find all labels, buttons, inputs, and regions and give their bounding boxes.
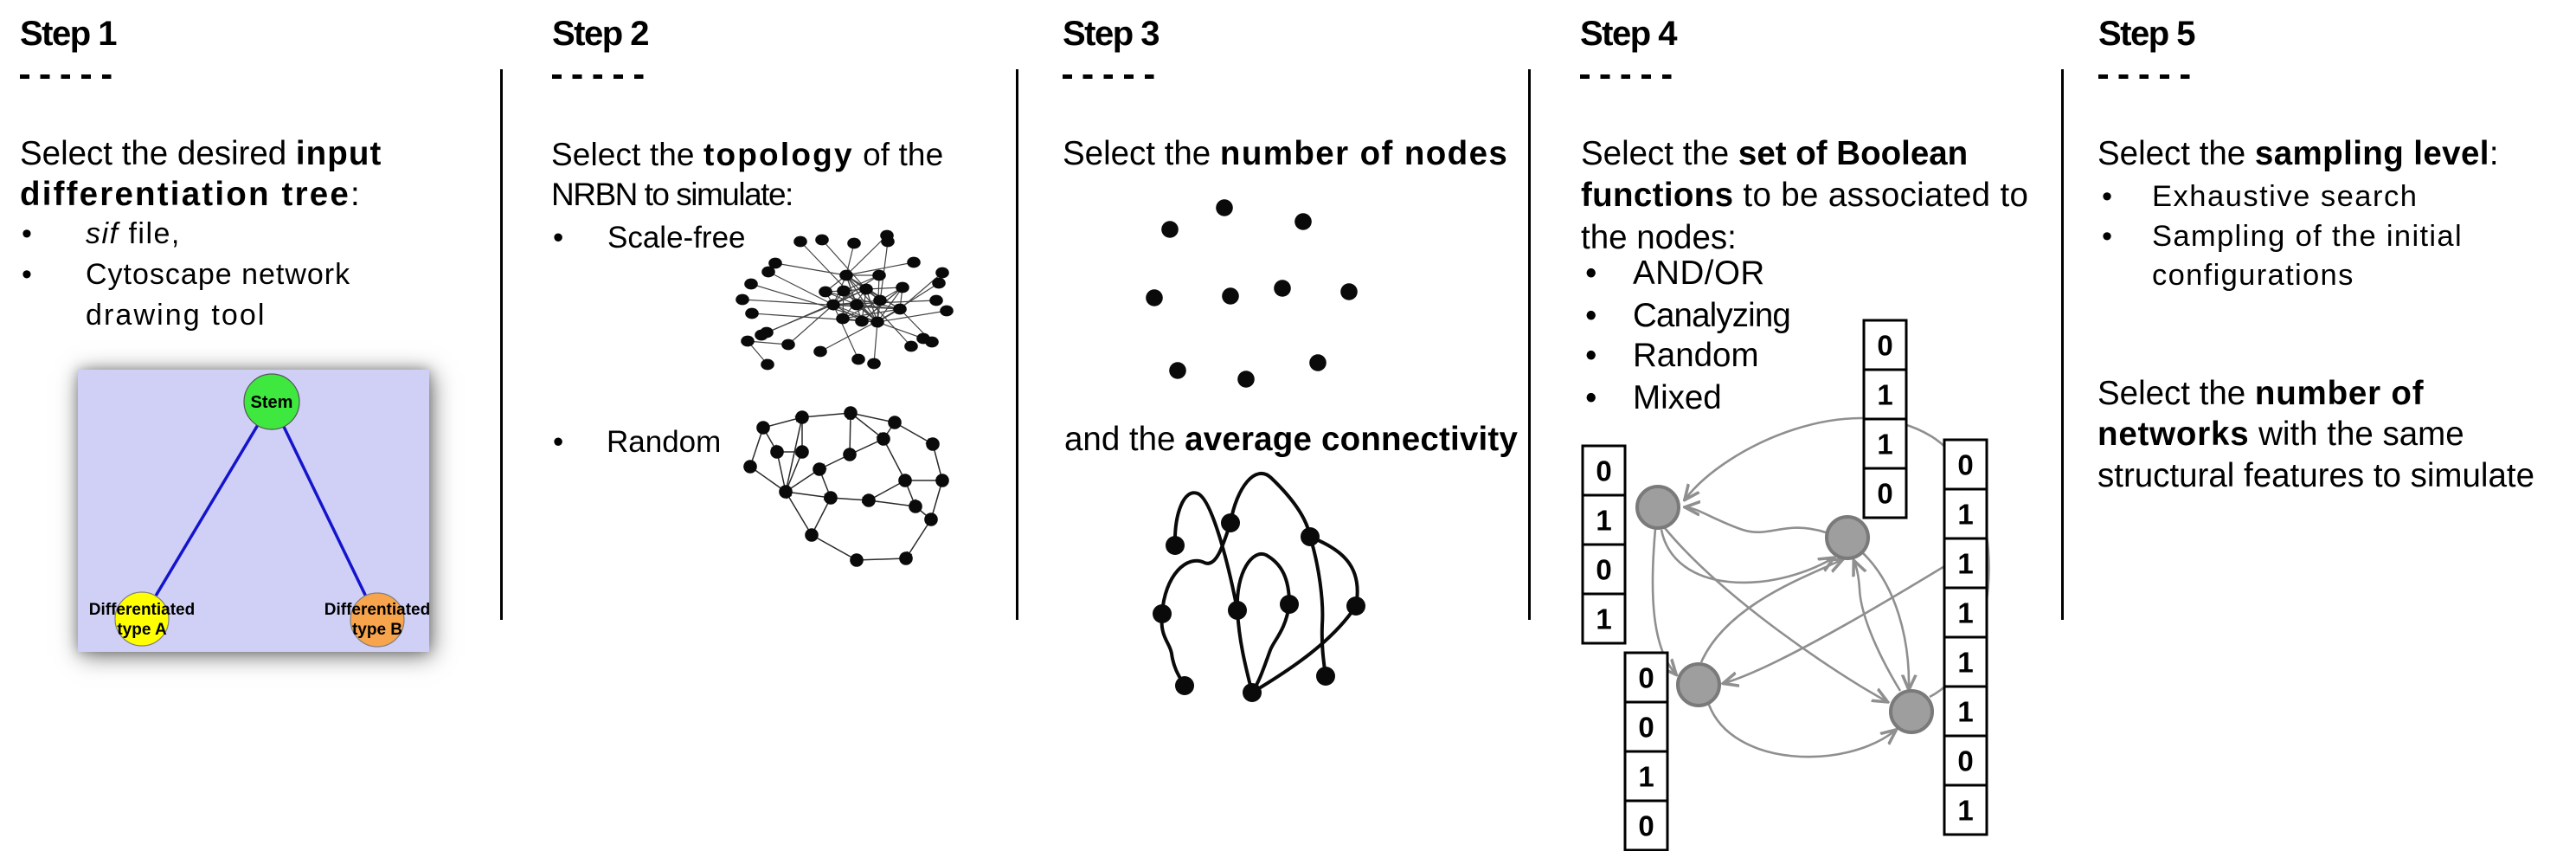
svg-text:0: 0 — [1957, 745, 1973, 777]
svg-text:1: 1 — [1596, 505, 1611, 537]
svg-text:1: 1 — [1596, 603, 1611, 635]
svg-text:0: 0 — [1957, 449, 1973, 481]
svg-text:1: 1 — [1957, 696, 1973, 728]
svg-text:Stem: Stem — [251, 393, 293, 412]
svg-text:0: 0 — [1638, 810, 1654, 842]
svg-text:0: 0 — [1596, 455, 1611, 487]
svg-text:0: 0 — [1877, 478, 1892, 510]
svg-text:0: 0 — [1638, 712, 1654, 744]
svg-text:1: 1 — [1877, 429, 1892, 461]
svg-text:1: 1 — [1957, 499, 1973, 531]
svg-text:type B: type B — [352, 621, 402, 639]
svg-text:0: 0 — [1877, 330, 1892, 362]
svg-text:1: 1 — [1957, 548, 1973, 580]
svg-text:1: 1 — [1957, 795, 1973, 827]
svg-text:type A: type A — [117, 621, 167, 639]
svg-text:1: 1 — [1638, 761, 1654, 793]
svg-text:Differentiated: Differentiated — [89, 601, 195, 619]
svg-text:0: 0 — [1596, 554, 1611, 586]
svg-text:Differentiated: Differentiated — [324, 601, 429, 619]
svg-text:1: 1 — [1957, 647, 1973, 679]
svg-text:1: 1 — [1877, 379, 1892, 411]
svg-text:0: 0 — [1638, 662, 1654, 694]
svg-text:1: 1 — [1957, 597, 1973, 629]
